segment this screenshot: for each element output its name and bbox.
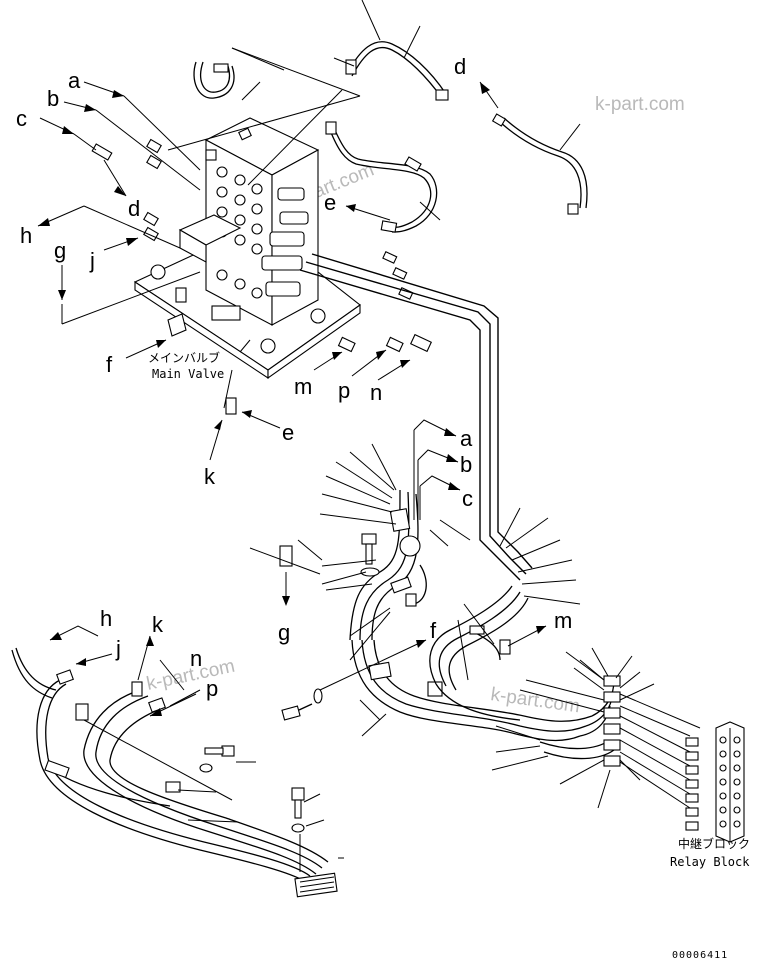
bracket (167, 313, 187, 337)
callout-g: g (278, 620, 290, 645)
bolt (260, 338, 276, 354)
main-valve-label-jp: メインバルブ (148, 350, 220, 365)
callout-n: n (370, 380, 382, 405)
washer (199, 763, 213, 773)
callout-d: d (454, 54, 466, 79)
callout-d: d (128, 196, 140, 221)
drawing-number: 00006411 (672, 950, 728, 961)
hose-bundle-lower-left (11, 647, 338, 898)
callout-n: n (190, 646, 202, 671)
callout-j: j (89, 248, 95, 273)
relay-block (715, 721, 745, 843)
callout-a: a (460, 426, 473, 451)
callout-b: b (460, 452, 472, 477)
callout-k: k (204, 464, 216, 489)
hose-bundle-right (429, 585, 615, 760)
bolt-head (221, 745, 235, 757)
relay-block-label-en: Relay Block (670, 855, 750, 869)
hoses-upper (193, 41, 588, 233)
bolt-head (281, 705, 301, 721)
washer (360, 567, 380, 577)
tubes-right (299, 253, 533, 581)
watermark: k-part.com (595, 94, 685, 115)
callout-h: h (20, 223, 32, 248)
callout-a: a (68, 68, 81, 93)
callout-f: f (106, 352, 113, 377)
callout-e: e (324, 190, 336, 215)
bolt (310, 308, 326, 324)
callout-g: g (54, 238, 66, 263)
valve-ports (216, 166, 263, 299)
fittings-upper (91, 138, 433, 415)
hose-bundle-center (349, 489, 593, 742)
washer (291, 823, 305, 833)
leader-lines (37, 0, 701, 872)
valve-spools (261, 187, 309, 297)
callout-labels: a b c d h j g d e f m p n e k a b c g f … (16, 54, 572, 701)
bolt-head (291, 787, 305, 801)
washer (313, 688, 323, 704)
relay-block-label-jp: 中継ブロック (678, 836, 750, 851)
callout-p: p (338, 378, 350, 403)
captions: メインバルブ Main Valve 中継ブロック Relay Block 000… (148, 350, 750, 961)
callout-m: m (294, 374, 312, 399)
callout-e: e (282, 420, 294, 445)
callout-k: k (152, 612, 164, 637)
callout-p: p (206, 676, 218, 701)
main-valve-label-en: Main Valve (152, 367, 224, 381)
bolt (150, 264, 166, 280)
callout-b: b (47, 86, 59, 111)
callout-c: c (462, 486, 473, 511)
callout-c: c (16, 106, 27, 131)
callout-m: m (554, 608, 572, 633)
fasteners (199, 533, 380, 833)
callout-h: h (100, 606, 112, 631)
bolt-head (361, 533, 377, 545)
callout-j: j (115, 636, 121, 661)
main-valve-assembly (133, 117, 361, 380)
bolt-shank (365, 543, 373, 565)
callout-f: f (430, 618, 437, 643)
relay-fittings (603, 675, 699, 831)
spacer (279, 545, 293, 567)
